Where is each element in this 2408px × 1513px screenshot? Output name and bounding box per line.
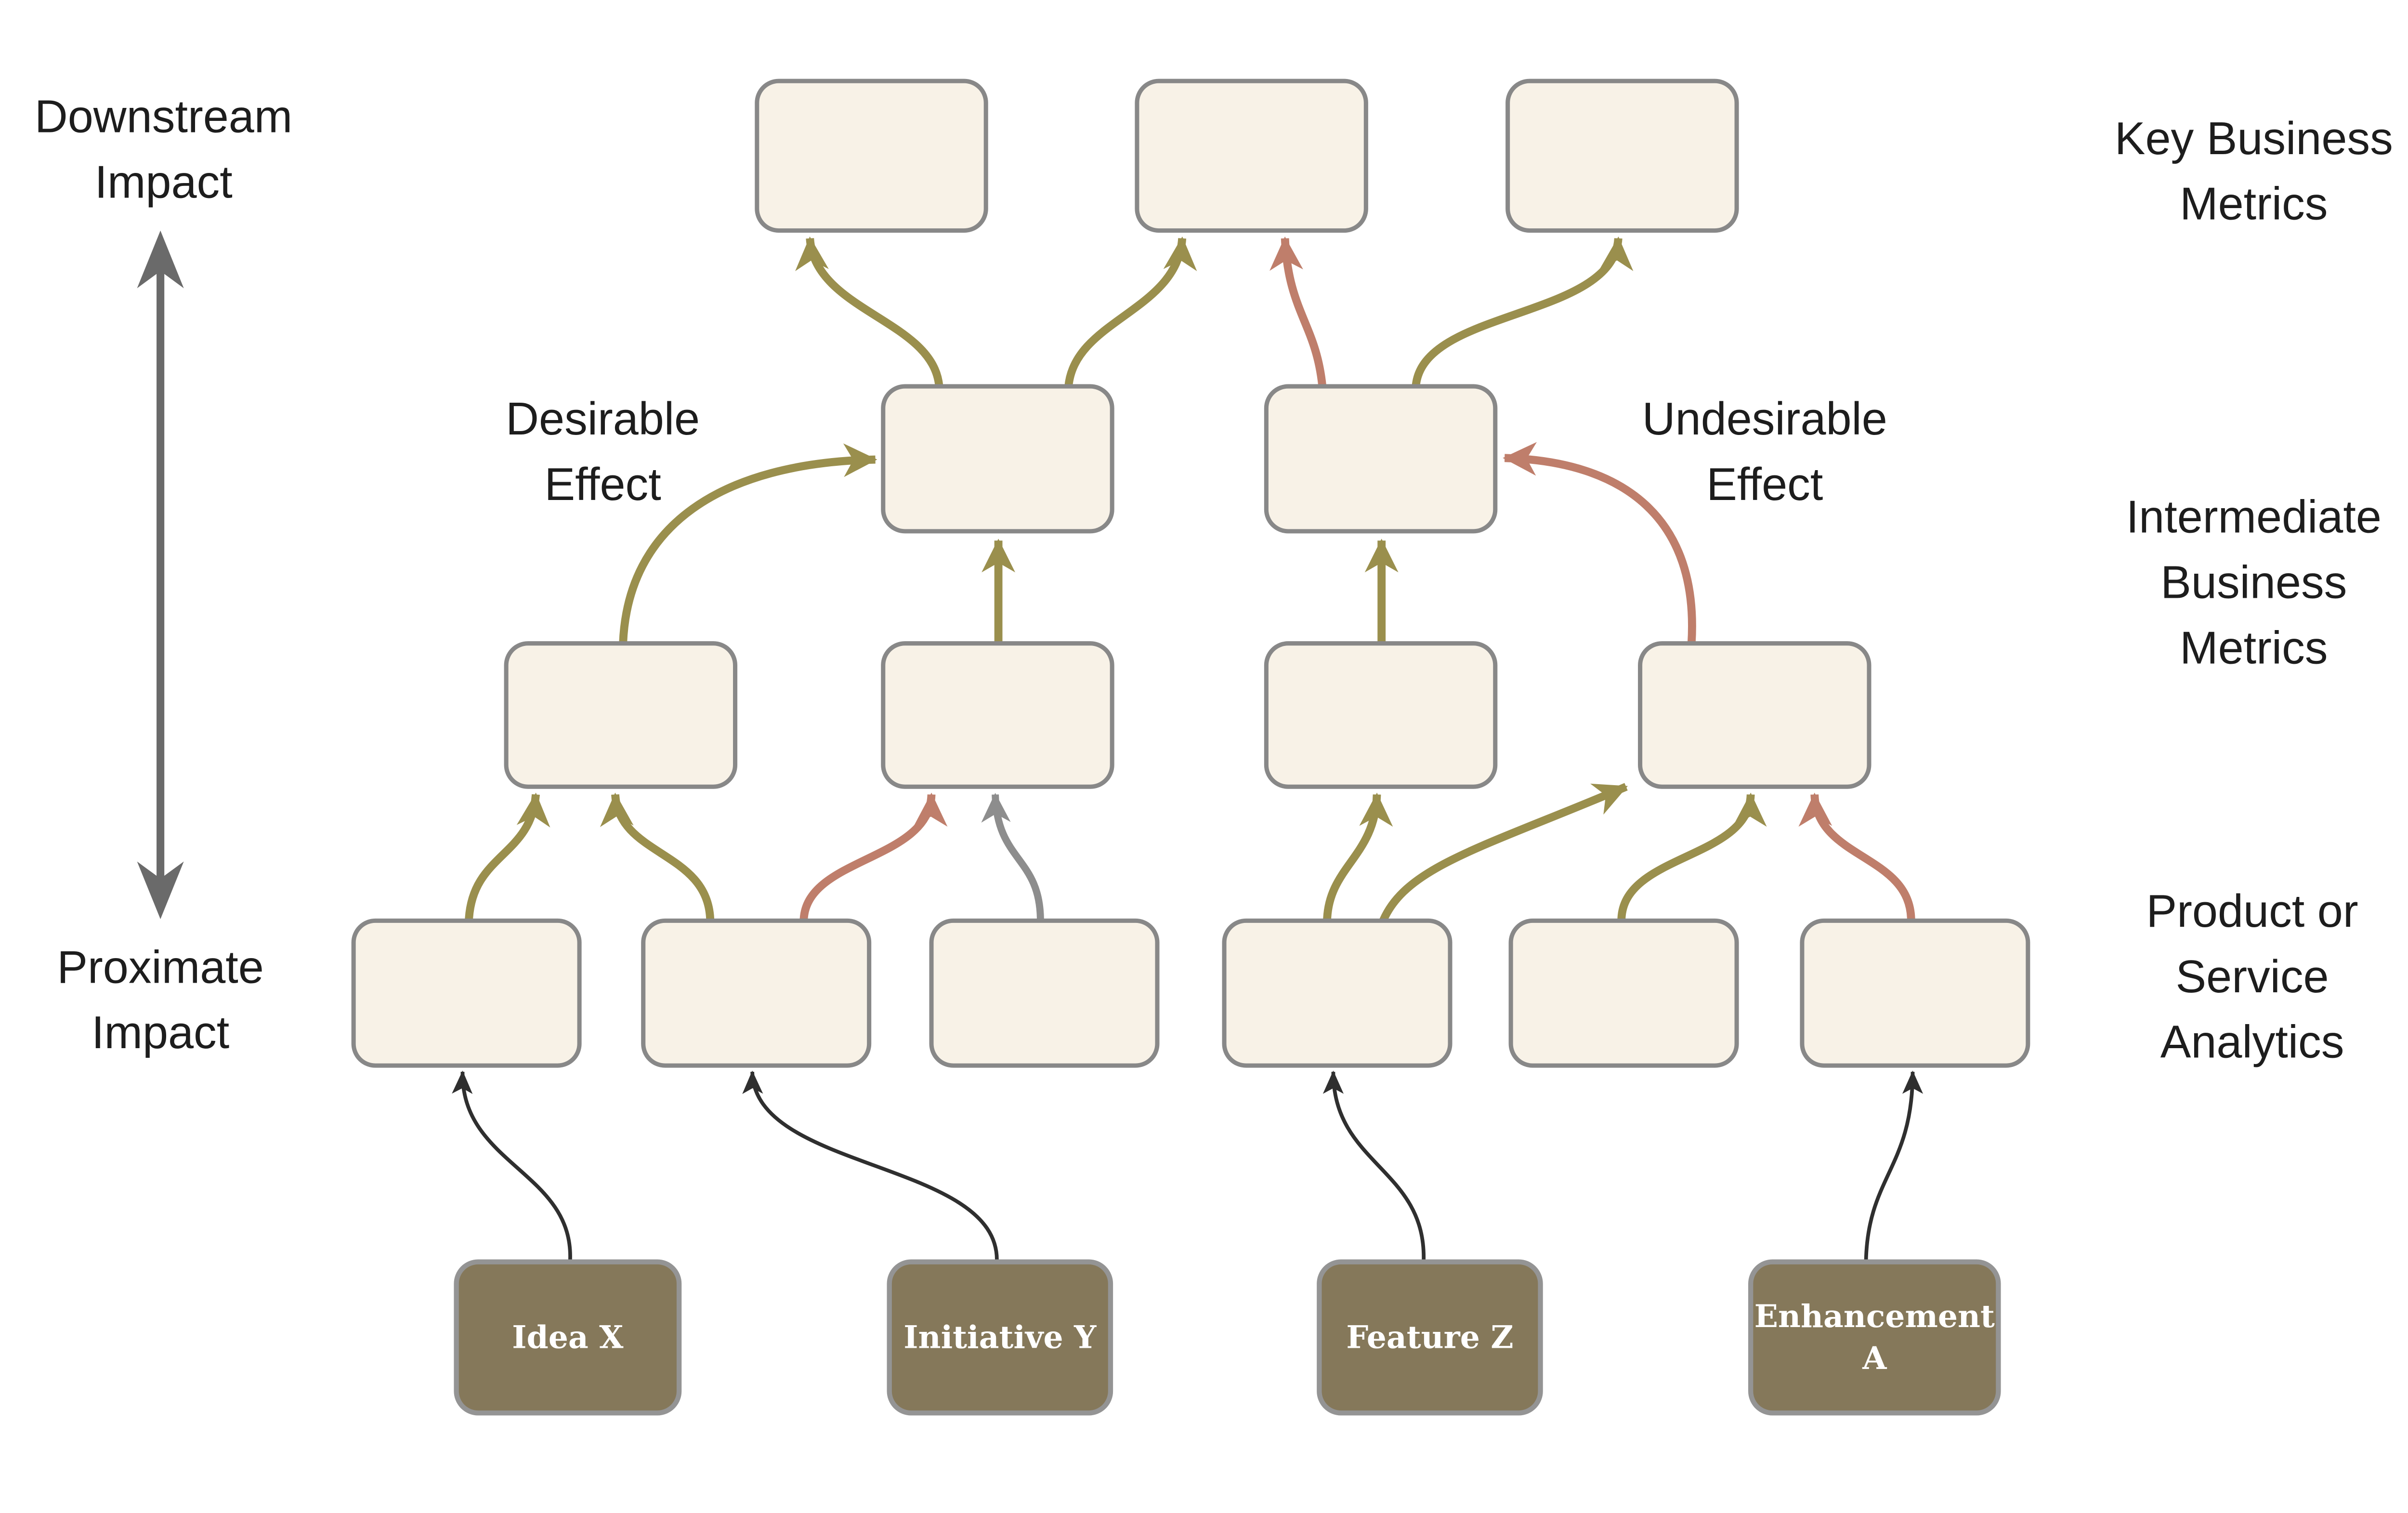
product-service-analytics-label-line3: Analytics — [2160, 1017, 2344, 1068]
node-p6 — [1800, 918, 2030, 1068]
source-label-enhancement-a-line1: Enhancement — [1754, 1298, 1995, 1335]
product-service-analytics-label: Product or — [2146, 886, 2358, 937]
node-p2 — [641, 918, 872, 1068]
edge-feature-z-p4-input — [1322, 1070, 1426, 1262]
downstream-impact-label-line2: Impact — [94, 157, 232, 208]
edge-i2-k3-desirable — [1412, 236, 1634, 387]
node-m3 — [1264, 641, 1498, 789]
node-k2 — [1135, 79, 1368, 233]
node-m2 — [881, 641, 1114, 789]
undesirable-effect-label: Undesirable — [1642, 394, 1887, 445]
proximate-impact-label-line2: Impact — [92, 1007, 229, 1058]
node-idea-x — [454, 1259, 682, 1416]
edge-enhancement-a-p6-input — [1864, 1070, 1924, 1262]
key-business-metrics-label: Key Business — [2115, 113, 2393, 164]
node-i1 — [881, 384, 1114, 534]
product-service-analytics-label-line2: Service — [2176, 951, 2329, 1002]
key-business-metrics-label-line2: Metrics — [2180, 179, 2328, 230]
edge-i1-k2-desirable — [1064, 236, 1197, 387]
intermediate-business-metrics-label-line3: Metrics — [2180, 622, 2328, 673]
source-label-idea-x: Idea X — [512, 1319, 624, 1356]
edge-p4-m4-desirable — [1379, 783, 1628, 922]
node-m1 — [504, 641, 738, 789]
node-p1 — [351, 918, 582, 1068]
undesirable-effect-label-line2: Effect — [1706, 459, 1823, 510]
desirable-effect-label: Desirable — [506, 394, 700, 445]
edge-idea-x-p1-input — [452, 1070, 572, 1262]
axis-down-arrowhead-icon — [137, 861, 184, 920]
edge-initiative-y-p2-input — [742, 1070, 999, 1262]
edge-p2-m2-undesirable — [799, 792, 948, 921]
node-enhancement-a — [1748, 1259, 2001, 1416]
edge-p5-m4-desirable — [1617, 792, 1767, 921]
edge-m1-i1-desirable — [619, 443, 877, 644]
intermediate-business-metrics-label-line2: Business — [2160, 557, 2347, 608]
source-label-enhancement-a-line2: A — [1862, 1340, 1887, 1377]
impact-axis-arrow — [137, 230, 184, 920]
node-i2 — [1264, 384, 1498, 534]
edge-p6-m4-undesirable — [1798, 792, 1915, 921]
edge-i2-k2-undesirable — [1269, 236, 1327, 387]
intermediate-business-metrics-label: Intermediate — [2126, 492, 2382, 543]
diagram-labels: Downstream Impact Proximate Impact Key B… — [35, 92, 2393, 1068]
source-label-initiative-y: Initiative Y — [903, 1319, 1097, 1356]
edge-p1-m1-desirable — [465, 792, 550, 921]
edges-layer — [452, 236, 1924, 1262]
node-p3 — [929, 918, 1160, 1068]
node-p5 — [1508, 918, 1739, 1068]
node-feature-z — [1317, 1259, 1543, 1416]
edge-p4-m3-desirable — [1323, 792, 1393, 921]
edge-p3-m2-neutral — [981, 793, 1044, 921]
node-k1 — [755, 79, 988, 233]
node-initiative-y — [887, 1259, 1113, 1416]
proximate-impact-label: Proximate — [57, 942, 263, 993]
node-k3 — [1505, 79, 1739, 233]
edge-i1-k1-desirable — [795, 236, 943, 387]
downstream-impact-label: Downstream — [35, 92, 292, 143]
source-label-feature-z: Feature Z — [1346, 1319, 1513, 1356]
desirable-effect-label-line2: Effect — [545, 459, 661, 510]
axis-up-arrowhead-icon — [137, 230, 184, 289]
node-p4 — [1222, 918, 1453, 1068]
edge-p2-m1-desirable — [600, 792, 715, 921]
node-m4 — [1638, 641, 1871, 789]
edge-m4-i2-undesirable — [1503, 442, 1696, 644]
